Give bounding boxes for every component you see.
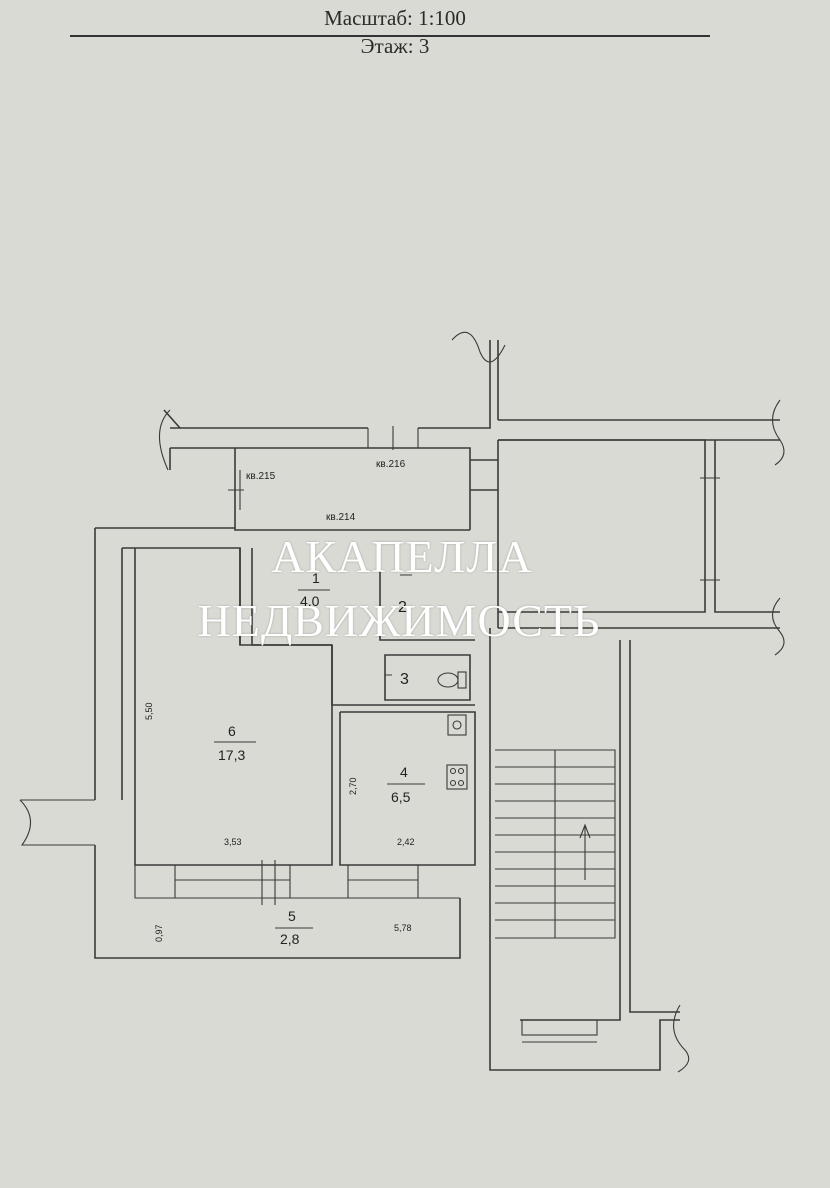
apartment-214 bbox=[19, 527, 476, 959]
scale-label: Масштаб: 1:100 bbox=[324, 6, 466, 30]
upper-apartments bbox=[228, 439, 785, 656]
room-3-number: 3 bbox=[400, 671, 409, 688]
watermark-line-1: АКАПЕЛЛА bbox=[271, 531, 533, 582]
dim-room4-height: 2,70 bbox=[348, 777, 358, 795]
room-4-number: 4 bbox=[400, 764, 408, 780]
stairwell bbox=[489, 628, 690, 1073]
room-6-area: 17,3 bbox=[218, 747, 245, 763]
room-4-area: 6,5 bbox=[391, 789, 411, 805]
floor-label: Этаж: 3 bbox=[360, 34, 430, 58]
apt-label-214: кв.214 bbox=[326, 512, 356, 523]
dim-room4-width: 2,42 bbox=[397, 837, 415, 847]
dim-room6-height: 5,50 bbox=[144, 702, 154, 720]
room-6-number: 6 bbox=[228, 723, 236, 739]
room-2-number: 2 bbox=[398, 599, 407, 616]
watermark-line-2: НЕДВИЖИМОСТЬ bbox=[197, 595, 601, 646]
apt-label-215: кв.215 bbox=[246, 471, 276, 482]
room-5-area: 2,8 bbox=[280, 931, 300, 947]
apt-label-216: кв.216 bbox=[376, 459, 406, 470]
header-rule bbox=[70, 35, 710, 37]
dim-balcony-depth: 0,97 bbox=[154, 924, 164, 942]
dim-balcony-width: 5,78 bbox=[394, 923, 412, 933]
room-1-area: 4,0 bbox=[300, 593, 320, 609]
corridor-walls bbox=[158, 331, 785, 530]
room-5-number: 5 bbox=[288, 908, 296, 924]
room-1-number: 1 bbox=[312, 570, 320, 586]
dim-room6-width: 3,53 bbox=[224, 837, 242, 847]
